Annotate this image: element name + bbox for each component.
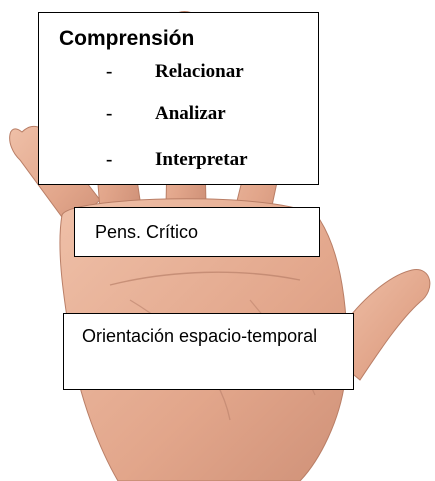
- orientacion-label: Orientación espacio-temporal: [82, 326, 318, 346]
- pensamiento-critico-box: Pens. Crítico: [74, 207, 320, 257]
- palm-crease: [109, 271, 301, 286]
- bullet-dash: -: [106, 61, 113, 82]
- pensamiento-critico-label: Pens. Crítico: [95, 222, 199, 242]
- comprension-item-label: Analizar: [155, 103, 226, 124]
- comprension-title: Comprensión: [59, 27, 195, 50]
- comprension-box: Comprensión - Relacionar - Analizar - In…: [38, 12, 319, 185]
- bullet-dash: -: [106, 103, 113, 124]
- comprension-item-label: Interpretar: [155, 149, 248, 170]
- comprension-item: - Analizar: [39, 103, 318, 125]
- orientacion-box: Orientación espacio-temporal: [63, 313, 354, 390]
- comprension-item-label: Relacionar: [155, 61, 244, 82]
- comprension-item: - Interpretar: [39, 149, 318, 171]
- bullet-dash: -: [106, 149, 113, 170]
- thumb: [335, 269, 431, 381]
- comprension-item: - Relacionar: [39, 61, 318, 83]
